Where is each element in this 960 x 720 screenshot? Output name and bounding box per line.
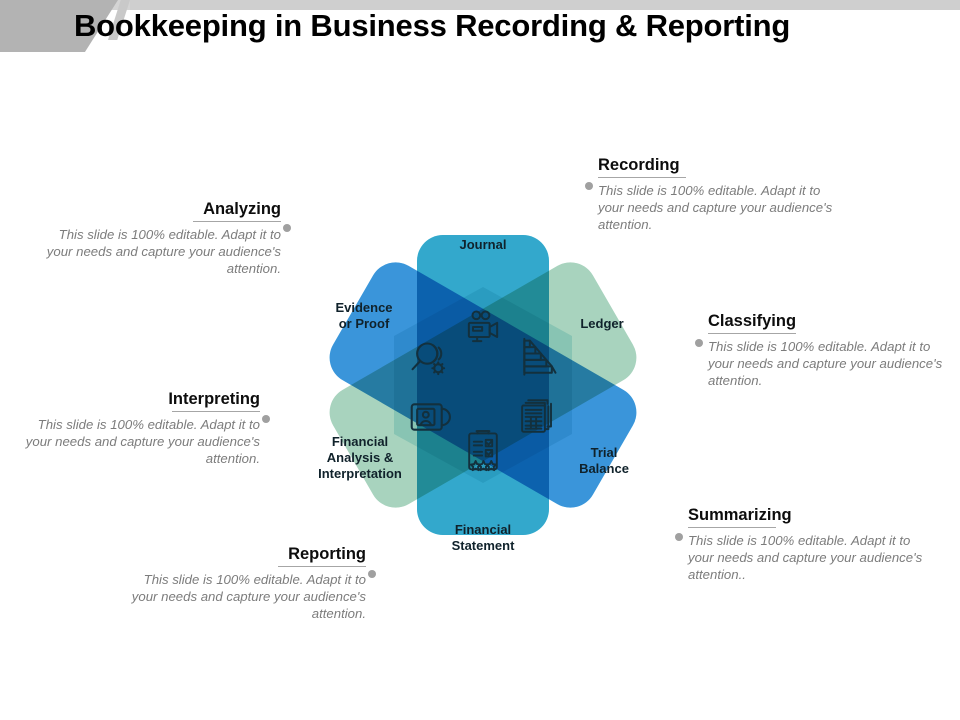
petal-label-evidence-line1: Evidence xyxy=(335,300,393,315)
connector-dot-analyzing xyxy=(283,224,291,232)
spreadsheet-stack-icon xyxy=(516,395,558,437)
callout-reporting-rule xyxy=(278,566,366,568)
callout-recording-body: This slide is 100% editable. Adapt it to… xyxy=(598,183,833,233)
petal-label-evidence-or-proof: Evidence or Proof xyxy=(299,300,429,332)
petal-label-financial-statement: Financial Statement xyxy=(418,522,548,554)
callout-summarizing: Summarizing This slide is 100% editable.… xyxy=(688,506,926,584)
header-top-band-inner xyxy=(130,0,960,10)
connector-dot-interpreting xyxy=(262,415,270,423)
magnifier-gear-icon xyxy=(408,338,452,382)
connector-dot-classifying xyxy=(695,339,703,347)
callout-reporting-body: This slide is 100% editable. Adapt it to… xyxy=(131,572,366,622)
callout-classifying-body: This slide is 100% editable. Adapt it to… xyxy=(708,339,943,389)
callout-classifying: Classifying This slide is 100% editable.… xyxy=(708,312,946,390)
callout-summarizing-title: Summarizing xyxy=(688,506,792,524)
callout-interpreting: Interpreting This slide is 100% editable… xyxy=(22,390,260,468)
callout-reporting-title: Reporting xyxy=(288,545,366,563)
callout-recording: Recording This slide is 100% editable. A… xyxy=(598,156,848,234)
petal-label-financial-analysis: Financial Analysis & Interpretation xyxy=(295,434,425,482)
callout-reporting: Reporting This slide is 100% editable. A… xyxy=(128,545,366,623)
callout-analyzing-title: Analyzing xyxy=(203,200,281,218)
connector-dot-recording xyxy=(585,182,593,190)
callout-analyzing-rule xyxy=(193,221,281,223)
callout-classifying-title: Classifying xyxy=(708,312,797,330)
connector-dot-reporting xyxy=(368,570,376,578)
callout-interpreting-rule xyxy=(172,411,260,413)
clipboard-checklist-icon xyxy=(464,427,502,473)
callout-interpreting-body: This slide is 100% editable. Adapt it to… xyxy=(25,417,260,467)
callout-analyzing-body: This slide is 100% editable. Adapt it to… xyxy=(46,227,281,277)
callout-summarizing-rule xyxy=(688,527,776,529)
callout-interpreting-title: Interpreting xyxy=(168,390,260,408)
petal-label-ledger: Ledger xyxy=(580,316,624,331)
video-camera-icon xyxy=(463,307,503,347)
petal-label-trial-balance-line2: Balance xyxy=(579,460,629,476)
petal-label-financial-analysis-line3: Interpretation xyxy=(318,465,402,481)
id-card-icon xyxy=(407,397,451,437)
petal-label-journal: Journal xyxy=(459,237,507,252)
petal-label-financial-analysis-line1: Financial xyxy=(331,434,389,449)
petal-label-evidence-line2: or Proof xyxy=(338,315,390,331)
page-title: Bookkeeping in Business Recording & Repo… xyxy=(74,8,791,43)
petal-label-trial-balance: Trial Balance xyxy=(539,445,669,477)
petal-label-financial-statement-line1: Financial xyxy=(454,522,512,537)
petal-label-financial-analysis-line2: Analysis & xyxy=(326,449,394,465)
callout-analyzing: Analyzing This slide is 100% editable. A… xyxy=(35,200,281,278)
pyramid-chart-icon xyxy=(517,335,561,383)
callout-recording-rule xyxy=(598,177,686,179)
flower-diagram: Journal Ledger Trial Balance Financial S… xyxy=(283,185,683,585)
connector-dot-summarizing xyxy=(675,533,683,541)
petal-label-trial-balance-line1: Trial xyxy=(590,445,618,460)
callout-summarizing-body: This slide is 100% editable. Adapt it to… xyxy=(688,533,923,583)
petal-label-financial-statement-line2: Statement xyxy=(451,537,515,553)
callout-recording-title: Recording xyxy=(598,156,680,174)
callout-classifying-rule xyxy=(708,333,796,335)
